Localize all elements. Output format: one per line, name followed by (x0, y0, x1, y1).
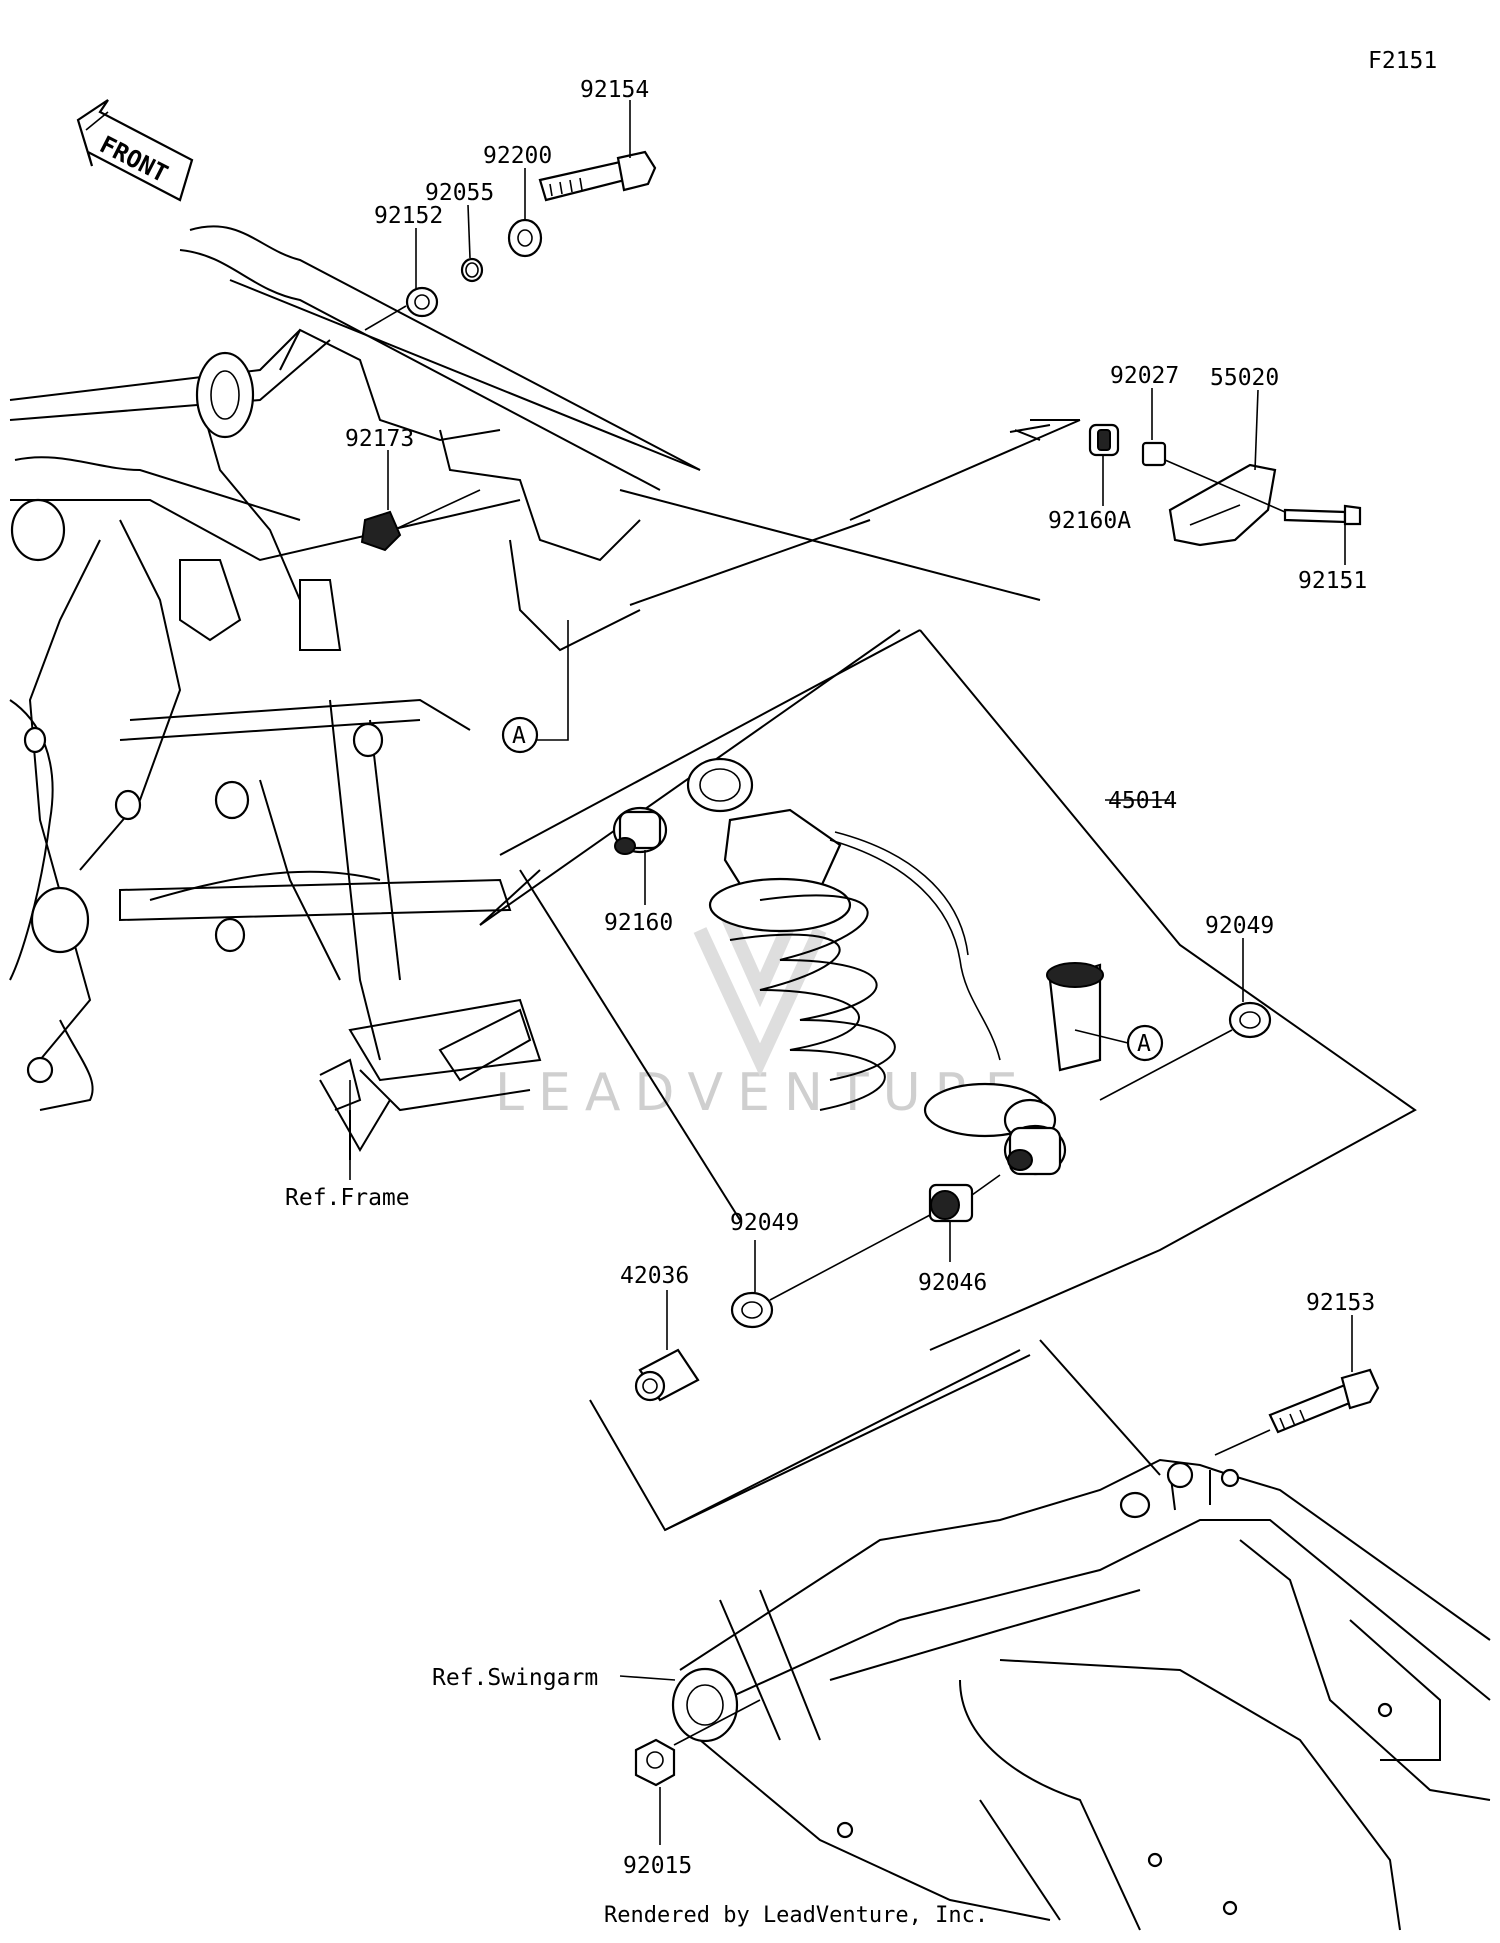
label-92152[interactable]: 92152 (374, 203, 443, 229)
label-92049-lower[interactable]: 92049 (730, 1210, 799, 1236)
part-92152-collar[interactable] (405, 286, 439, 318)
part-92055-oring[interactable] (460, 257, 484, 283)
label-92160A[interactable]: 92160A (1048, 508, 1131, 534)
part-42036-sleeve[interactable] (634, 1348, 700, 1402)
svg-text:A: A (1137, 1031, 1151, 1057)
label-92151[interactable]: 92151 (1298, 568, 1367, 594)
part-92200-washer[interactable] (507, 218, 543, 258)
part-45014-shock-absorber[interactable] (686, 757, 1104, 1142)
ref-swingarm-label: Ref.Swingarm (432, 1665, 598, 1691)
label-92154[interactable]: 92154 (580, 77, 649, 103)
part-shock-lower-bushing[interactable] (1003, 1124, 1067, 1176)
ref-frame-label: Ref.Frame (285, 1185, 410, 1211)
ref-swingarm-leader (619, 1675, 676, 1681)
label-42036[interactable]: 42036 (620, 1263, 689, 1289)
part-92153-bolt[interactable] (1268, 1368, 1380, 1434)
label-92173[interactable]: 92173 (345, 426, 414, 452)
part-92027-collar[interactable] (1141, 441, 1167, 467)
part-92151-bolt[interactable] (1283, 504, 1362, 526)
label-92055[interactable]: 92055 (425, 180, 494, 206)
part-92154-bolt[interactable] (538, 150, 657, 202)
label-55020[interactable]: 55020 (1210, 365, 1279, 391)
figure-code: F2151 (1368, 48, 1437, 74)
callout-a-upper: A (501, 716, 539, 754)
part-92049-seal-lower[interactable] (730, 1291, 774, 1329)
callout-a-lower: A (1126, 1024, 1164, 1062)
part-55020-guard[interactable] (1168, 463, 1277, 547)
label-92046[interactable]: 92046 (918, 1270, 987, 1296)
part-92173-clamp[interactable] (360, 489, 481, 552)
swingarm-drawing (671, 1458, 1491, 1931)
label-45014[interactable]: 45014 (1108, 788, 1177, 814)
part-92015-nut[interactable] (634, 1738, 676, 1787)
front-arrow-icon: FRONT (76, 99, 194, 202)
footer-credit: Rendered by LeadVenture, Inc. (604, 1903, 988, 1928)
part-92160A-bushing[interactable] (1088, 423, 1120, 457)
part-92049-seal-upper[interactable] (1228, 1001, 1272, 1039)
frame-drawing (9, 225, 701, 1160)
part-92160-bushing[interactable] (612, 806, 668, 855)
label-92160[interactable]: 92160 (604, 910, 673, 936)
label-92027[interactable]: 92027 (1110, 363, 1179, 389)
label-92200[interactable]: 92200 (483, 143, 552, 169)
svg-text:A: A (512, 723, 526, 749)
label-92153[interactable]: 92153 (1306, 1290, 1375, 1316)
label-92015[interactable]: 92015 (623, 1853, 692, 1879)
label-92049-upper[interactable]: 92049 (1205, 913, 1274, 939)
part-92046-needle-bearing[interactable] (928, 1183, 974, 1223)
